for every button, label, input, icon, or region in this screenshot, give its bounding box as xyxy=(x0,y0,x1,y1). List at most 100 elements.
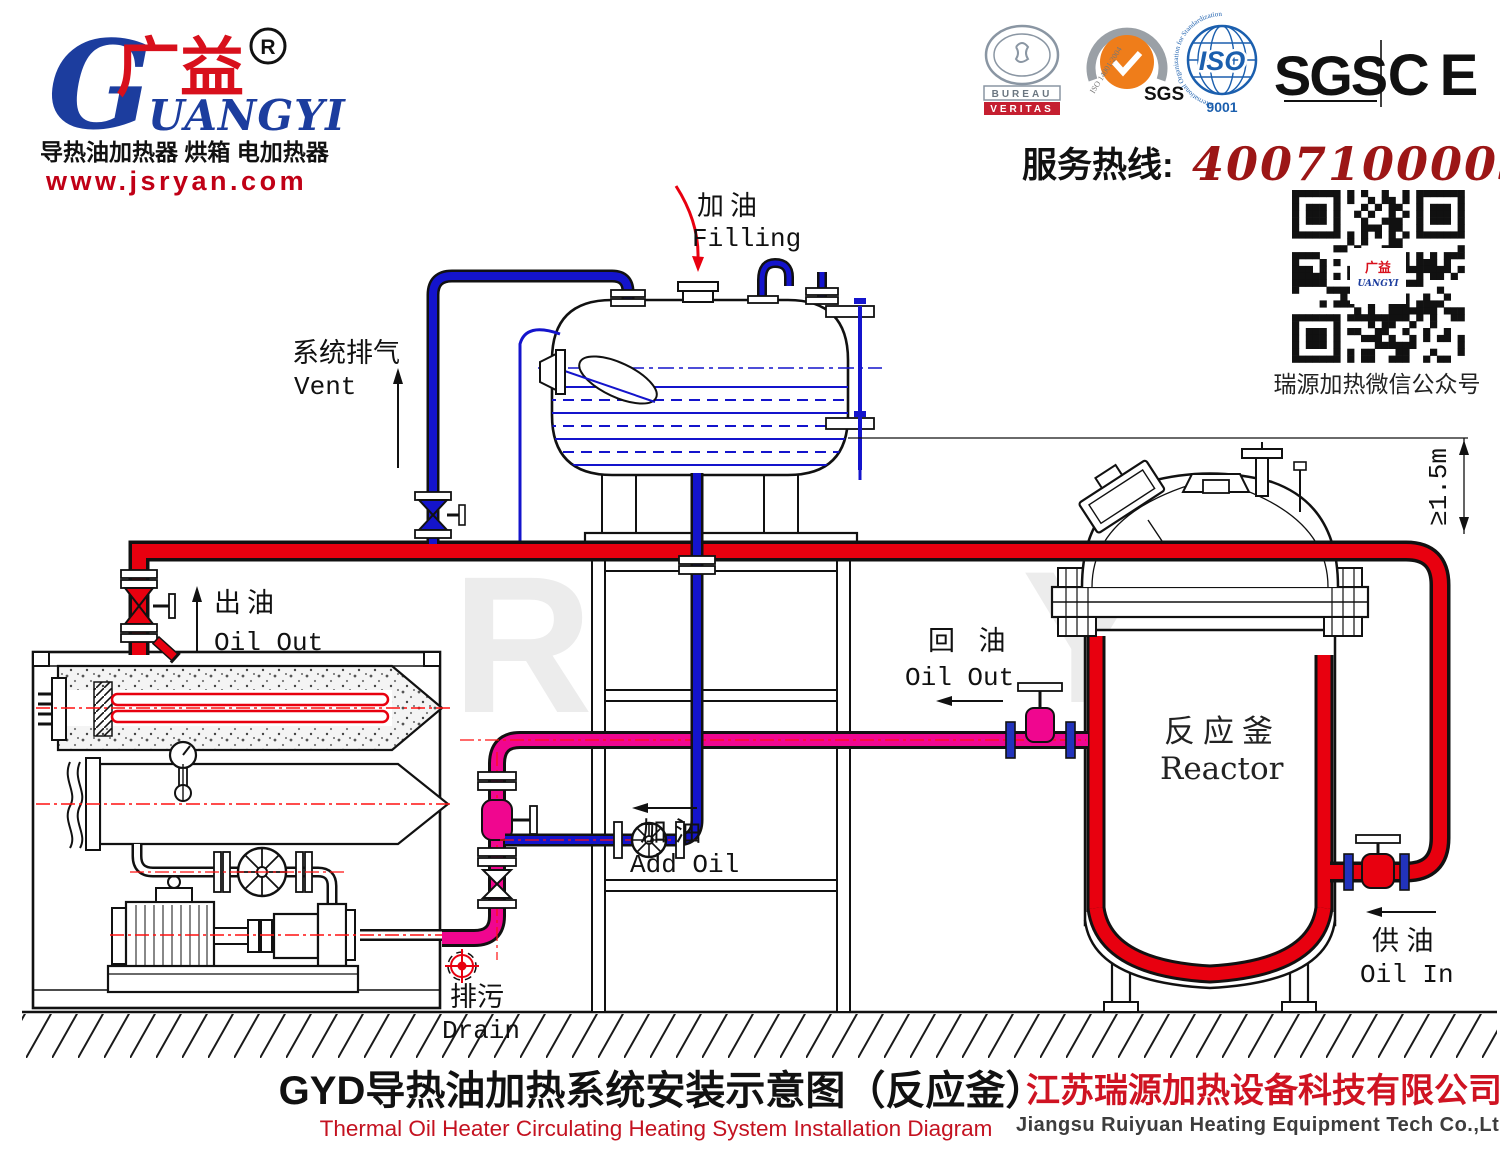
add-oil-label: 加 油 Add Oil xyxy=(630,803,739,880)
sampling-valve xyxy=(151,635,181,664)
logo-g-swoosh: G xyxy=(48,13,152,157)
oil-heater-unit xyxy=(31,650,458,1010)
svg-text:加 油: 加 油 xyxy=(640,817,702,847)
qr-caption: 瑞源加热微信公众号 xyxy=(1274,371,1481,397)
svg-text:Add Oil: Add Oil xyxy=(630,850,739,880)
fill-pipe xyxy=(500,473,716,859)
vent-arrow xyxy=(393,368,403,384)
checkmark-icon xyxy=(1111,50,1143,77)
oil-in-label: 供 油 Oil In xyxy=(1360,907,1454,990)
hotline-label: 服务热线: xyxy=(1022,146,1174,185)
qr-logo-backplate xyxy=(1350,248,1406,304)
sgs-system-cert-logo: ISO 14001:2004 SGS xyxy=(1086,27,1184,105)
footer-company-en: Jiangsu Ruiyuan Heating Equipment Tech C… xyxy=(1016,1114,1500,1136)
footer-title-en: Thermal Oil Heater Circulating Heating S… xyxy=(320,1116,993,1141)
qr-center-logo-en: UANGYI xyxy=(1357,279,1399,289)
hot-oil-supply-pipe xyxy=(120,540,1451,891)
ground-hatching xyxy=(22,1014,1497,1058)
reactor-body xyxy=(1083,628,1337,927)
oil-in-valve xyxy=(1343,834,1410,891)
pump-base xyxy=(106,964,360,994)
bv-label-bottom: VERITAS xyxy=(990,104,1054,115)
bureau-veritas-logo: BUREAU VERITAS xyxy=(983,24,1061,115)
reactor-label-en: Reactor xyxy=(1160,751,1284,787)
tank-internal-float xyxy=(578,355,658,405)
qr-center-logo-text: 广益 xyxy=(1365,260,1391,275)
reactor-vessel: 反应釜 Reactor xyxy=(1050,442,1370,1014)
return-arrow xyxy=(936,696,952,706)
circulation-pump-motor xyxy=(106,875,458,994)
oil-out-label: 出油 Oil Out xyxy=(192,586,323,658)
ce-mark: CE xyxy=(1388,43,1489,108)
add-oil-arrow xyxy=(632,803,648,813)
iso-label: ISO xyxy=(1199,46,1246,76)
overflow-pipe xyxy=(518,328,561,560)
height-dimension: ≥1.5m xyxy=(848,437,1469,534)
svg-text:供 油: 供 油 xyxy=(1372,926,1434,956)
diagram-labels: 加油 Filling 系统排气 Vent 出油 Oil Out 回 油 Oil … xyxy=(192,185,1454,1046)
dome-thermowell xyxy=(1293,461,1307,512)
svg-text:出油: 出油 xyxy=(214,588,280,618)
pump-bearing xyxy=(272,912,320,960)
add-oil-wheel-valve xyxy=(613,821,685,859)
heating-element-tube xyxy=(110,692,390,707)
ground xyxy=(22,1010,1497,1058)
filling-arrow xyxy=(692,256,704,272)
tank-leg xyxy=(763,472,799,536)
svg-text:加油: 加油 xyxy=(697,191,763,221)
logo-website: www.jsryan.com xyxy=(45,166,307,196)
footer-title-cn: GYD导热油加热系统安装示意图（反应釜） xyxy=(279,1069,1046,1113)
svg-text:Filling: Filling xyxy=(692,224,801,254)
bv-label-top: BUREAU xyxy=(992,89,1053,100)
reactor-manhole xyxy=(1078,459,1166,534)
dome-flanged-nozzle xyxy=(1241,442,1283,497)
vent-label: 系统排气 Vent xyxy=(292,338,403,468)
svg-text:回 油: 回 油 xyxy=(928,626,1014,656)
oil-return-pipe xyxy=(442,682,1088,983)
svg-text:Oil Out: Oil Out xyxy=(905,663,1014,693)
footer-company-cn: 江苏瑞源加热设备科技有限公司 xyxy=(1026,1072,1500,1110)
hotline-number: 4007100003 xyxy=(1192,137,1500,191)
sgs-logo: SGS xyxy=(1274,40,1389,107)
svg-text:Oil In: Oil In xyxy=(1360,960,1454,990)
internal-piping xyxy=(130,844,345,914)
footer: GYD导热油加热系统安装示意图（反应釜） Thermal Oil Heater … xyxy=(279,1069,1500,1141)
logo-tagline: 导热油加热器 烘箱 电加热器 xyxy=(40,139,330,165)
drain-valve xyxy=(445,949,479,983)
iso-number: 9001 xyxy=(1206,99,1237,115)
expansion-tank xyxy=(518,257,882,560)
heating-element-tube xyxy=(110,709,390,724)
reactor-label-cn: 反应釜 xyxy=(1164,714,1281,750)
service-hotline: 服务热线: 4007100003 xyxy=(1022,137,1500,191)
logo-brand-en: UANGYI xyxy=(148,91,346,140)
svg-text:Vent: Vent xyxy=(294,372,356,402)
qr-code: 广益 UANGYI 瑞源加热微信公众号 xyxy=(1274,190,1481,397)
level-gauge xyxy=(825,298,875,480)
watermark-r: R xyxy=(452,536,593,754)
vent-pipe xyxy=(414,269,646,544)
svg-text:排污: 排污 xyxy=(450,982,504,1012)
return-oil-label: 回 油 Oil Out xyxy=(905,626,1014,706)
registered-mark-icon xyxy=(249,27,287,65)
sgs-cert-label: SGS xyxy=(1144,84,1184,105)
drain-label: 排污 Drain xyxy=(442,982,520,1046)
reactor-top-flange xyxy=(1050,567,1370,637)
svg-text:Drain: Drain xyxy=(442,1016,520,1046)
return-valve-train xyxy=(477,771,538,909)
oil-in-arrow xyxy=(1366,907,1382,917)
globe-icon xyxy=(1188,26,1256,94)
sgs-label: SGS xyxy=(1274,44,1387,107)
logo-brand-cn: 广益 xyxy=(116,32,244,104)
svg-text:系统排气: 系统排气 xyxy=(292,338,400,368)
svg-text:Oil Out: Oil Out xyxy=(214,628,323,658)
bv-emblem-figure xyxy=(1014,42,1030,63)
bellows xyxy=(66,761,74,849)
registered-mark-letter: R xyxy=(260,36,275,59)
min-height-label: ≥1.5m xyxy=(1424,448,1454,526)
oil-out-arrow xyxy=(192,586,202,602)
certification-row: BUREAU VERITAS ISO 14001:2004 SGS ISO In… xyxy=(983,10,1489,115)
filling-label: 加油 Filling xyxy=(674,185,801,272)
lifting-eye xyxy=(167,875,181,889)
